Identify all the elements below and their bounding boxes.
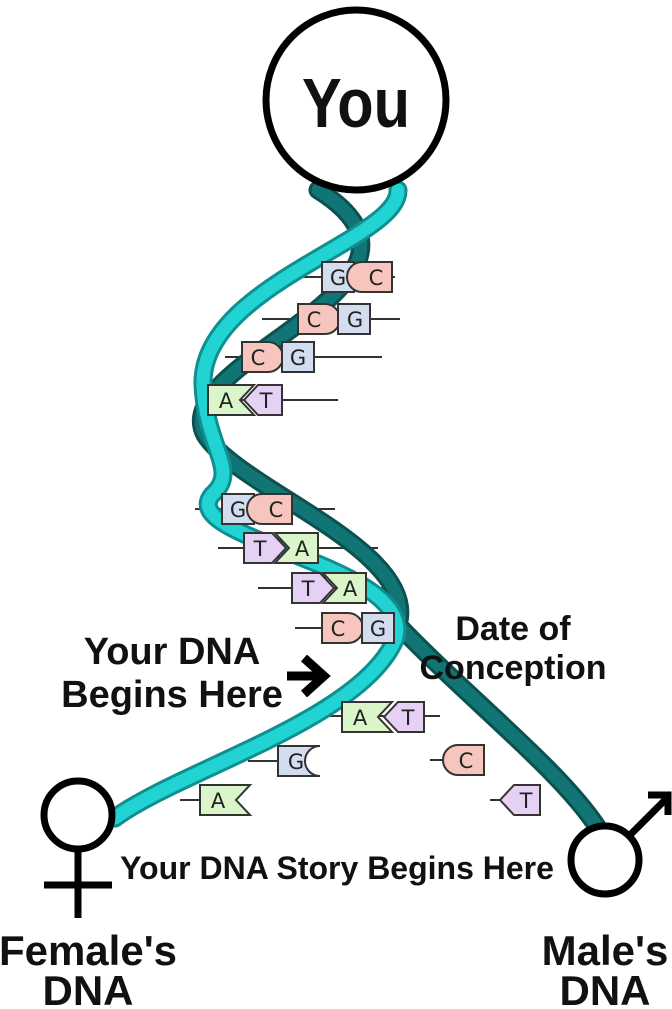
male-dna-line2: DNA (560, 967, 651, 1009)
dna-story-label: Your DNA Story Begins Here (120, 850, 554, 886)
unpaired-base-t: T (500, 785, 540, 815)
you-label: You (302, 63, 410, 142)
your-dna-begins-line1: Your DNA (84, 631, 261, 673)
female-dna-line2: DNA (43, 967, 134, 1009)
base-pair-1: G C (322, 262, 392, 292)
base-letter: G (230, 498, 246, 522)
base-letter: A (219, 389, 234, 413)
base-pair-9: A T (342, 702, 424, 732)
your-dna-begins-line2: Begins Here (61, 674, 283, 716)
date-of-conception-line2: Conception (420, 649, 607, 687)
base-letter: C (331, 617, 346, 641)
base-letter: T (401, 706, 415, 730)
unpaired-base-a: A (200, 785, 250, 815)
base-pair-4: A T (208, 385, 282, 415)
base-letter: T (259, 389, 273, 413)
base-letter: A (295, 537, 310, 561)
base-letter: G (288, 750, 304, 774)
unpaired-base-c: C (443, 745, 484, 775)
base-pair-8: C G (322, 613, 394, 643)
base-pair-6: T A (244, 533, 318, 563)
unpaired-base-g: G (278, 746, 320, 776)
base-pair-7: T A (292, 573, 366, 603)
base-letter: C (369, 266, 384, 290)
female-symbol-icon (44, 781, 112, 918)
base-letter: C (459, 749, 474, 773)
base-letter: T (301, 577, 315, 601)
arrow-right-icon (287, 658, 324, 694)
base-letter: A (343, 577, 358, 601)
base-pair-5: G C (222, 494, 292, 524)
base-letter: C (307, 308, 322, 332)
date-of-conception-line1: Date of (455, 610, 571, 648)
base-letter: G (347, 308, 363, 332)
base-letter: G (330, 266, 346, 290)
base-pair-3: C G (242, 342, 314, 372)
base-letter: T (253, 537, 267, 561)
base-letter: G (370, 617, 386, 641)
base-letter: C (269, 498, 284, 522)
base-letter: A (353, 706, 368, 730)
base-pair-2: C G (298, 304, 370, 334)
base-letter: T (519, 789, 533, 813)
base-letter: C (251, 346, 266, 370)
base-letter: G (290, 346, 306, 370)
base-letter: A (211, 789, 226, 813)
